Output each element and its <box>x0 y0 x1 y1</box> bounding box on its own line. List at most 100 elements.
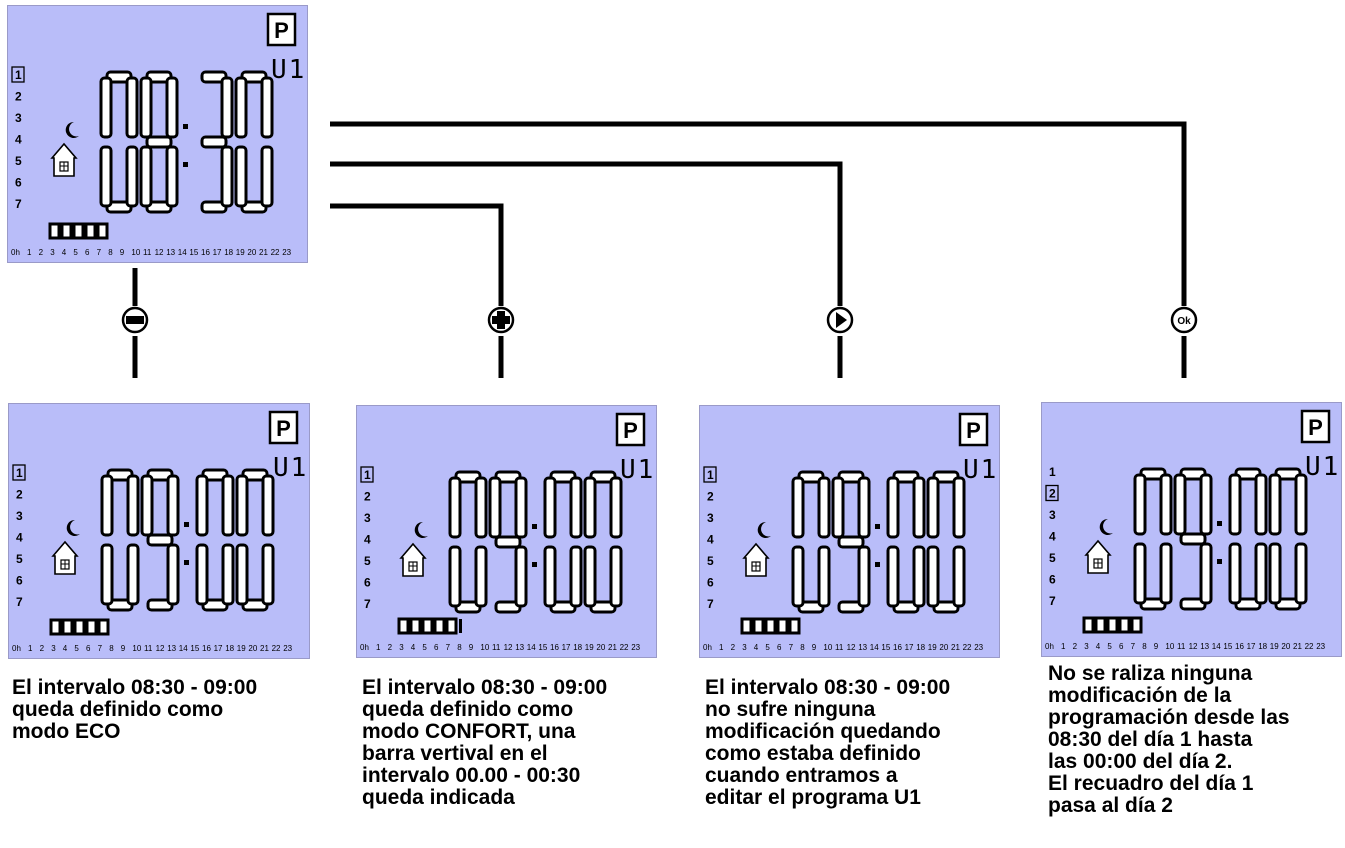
hour-label: 10 <box>1165 642 1174 651</box>
hour-label: 9 <box>120 248 125 257</box>
next-button[interactable] <box>826 306 854 334</box>
house-icon <box>51 540 79 575</box>
svg-text:P: P <box>966 418 981 443</box>
selected-day-box <box>360 466 374 483</box>
hour-label: 20 <box>596 643 605 652</box>
hour-label: 11 <box>144 644 153 653</box>
hour-label: 5 <box>765 643 770 652</box>
selected-day-box <box>1045 484 1059 502</box>
time-value: 09:00 <box>9 404 12 405</box>
hour-label: 3 <box>742 643 747 652</box>
plus-button[interactable] <box>487 306 515 334</box>
time-digit <box>200 70 234 214</box>
time-colon <box>184 522 189 565</box>
hour-label: 3 <box>51 644 56 653</box>
program-bar-half <box>459 619 462 633</box>
program-bar <box>752 617 765 635</box>
hour-label: 17 <box>214 644 223 653</box>
hour-label: 4 <box>63 644 68 653</box>
hour-label: 14 <box>179 644 188 653</box>
program-indicator: P <box>615 412 646 447</box>
program-bar <box>740 617 753 635</box>
day-label: 4 <box>364 533 371 547</box>
hour-label: 18 <box>573 643 582 652</box>
hour-label: 21 <box>608 643 617 652</box>
time-digit <box>791 470 831 614</box>
svg-text:P: P <box>276 416 291 441</box>
ok-button[interactable]: Ok <box>1170 306 1198 334</box>
hour-label: 23 <box>282 248 291 257</box>
day-label: 7 <box>364 597 371 611</box>
hour-label: 17 <box>1247 642 1256 651</box>
hour-label: 8 <box>800 643 805 652</box>
day-label: 6 <box>1049 573 1056 587</box>
day-label: 2 <box>364 490 371 504</box>
connector-next <box>330 161 843 306</box>
hour-label: 8 <box>1142 642 1147 651</box>
moon-icon <box>65 121 79 138</box>
hour-label: 5 <box>1107 642 1112 651</box>
day-label: 4 <box>15 133 22 147</box>
hour-label: 18 <box>1258 642 1267 651</box>
program-bar <box>60 222 73 240</box>
hour-label: 22 <box>1305 642 1314 651</box>
program-bar <box>73 618 86 636</box>
selected-day-box <box>12 464 26 481</box>
hour-label: 21 <box>951 643 960 652</box>
day-label: 2 <box>707 490 714 504</box>
connector-plus <box>330 203 504 306</box>
hour-label: 14 <box>178 248 187 257</box>
minus-button[interactable] <box>121 306 149 334</box>
hour-label: 13 <box>515 643 524 652</box>
program-bar <box>776 617 789 635</box>
hour-label: 19 <box>585 643 594 652</box>
day-label: 7 <box>16 595 23 609</box>
hour-label: 4 <box>62 248 67 257</box>
day-label: 7 <box>15 197 22 211</box>
time-digit <box>1173 467 1213 611</box>
hour-label: 17 <box>562 643 571 652</box>
hour-label: 17 <box>213 248 222 257</box>
hour-label: 2 <box>39 248 44 257</box>
hour-label: 19 <box>928 643 937 652</box>
hour-label: 10 <box>132 644 141 653</box>
hour-label: 2 <box>388 643 393 652</box>
day-label: 1 <box>16 466 23 480</box>
program-bar <box>49 618 62 636</box>
hour-label: 2 <box>40 644 45 653</box>
hour-label: 15 <box>189 248 198 257</box>
moon-icon <box>414 521 428 538</box>
hour-label: 9 <box>121 644 126 653</box>
time-colon <box>1217 521 1222 564</box>
svg-text:P: P <box>623 418 638 443</box>
hour-label: 3 <box>50 248 55 257</box>
hour-label: 1 <box>27 248 32 257</box>
connector-ok <box>330 121 1187 306</box>
time-value: 08:30 <box>8 6 11 7</box>
day-label: 6 <box>16 574 23 588</box>
time-digit <box>139 70 179 214</box>
hour-label: 4 <box>411 643 416 652</box>
program-name: U1 <box>620 455 655 485</box>
hour-label: 3 <box>1084 642 1089 651</box>
hour-label: 1 <box>28 644 33 653</box>
hour-label: 10 <box>131 248 140 257</box>
program-bar <box>397 617 410 635</box>
time-digit <box>583 470 623 614</box>
day-label: 6 <box>364 576 371 590</box>
day-label: 1 <box>707 468 714 482</box>
hour-label: 5 <box>73 248 78 257</box>
hour-label: 20 <box>939 643 948 652</box>
hour-label: 2 <box>731 643 736 652</box>
day-label: 4 <box>707 533 714 547</box>
time-digit <box>100 468 140 612</box>
day-label: 6 <box>707 576 714 590</box>
program-bar <box>61 618 74 636</box>
program-bar <box>48 222 61 240</box>
hour-label: 16 <box>1235 642 1244 651</box>
day-label: 5 <box>1049 551 1056 565</box>
hour-label: 8 <box>457 643 462 652</box>
